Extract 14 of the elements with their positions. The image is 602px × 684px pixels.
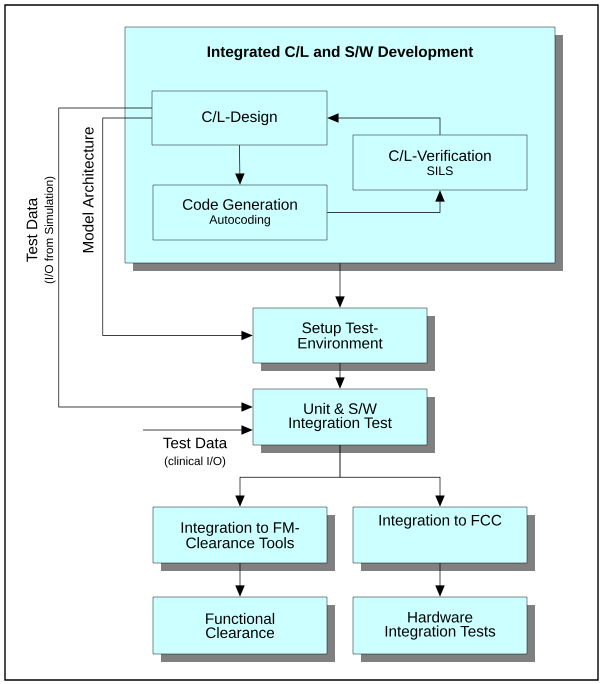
edge-label: Test Data [162,436,228,450]
process-box: Integration to FCC [352,506,535,571]
process-box: Hardware Integration Tests [352,596,535,662]
process-box: Functional Clearance [152,596,335,662]
note-text: (clinical I/O) [162,455,228,469]
edge-label: Model Architecture [81,125,95,255]
process-box: C/L-Design [152,90,328,146]
process-box: Unit & S/W Integration Test [252,388,435,453]
process-box: Integration to FM-Clearance Tools [152,506,335,571]
note-text: (I/O from Simulation) [43,174,57,286]
edge-label: Test Data [26,196,38,264]
process-box: C/L-Verification SILS [352,134,528,190]
process-box: Setup Test-Environment [252,308,435,371]
process-box: Code Generation Autocoding [152,184,328,240]
